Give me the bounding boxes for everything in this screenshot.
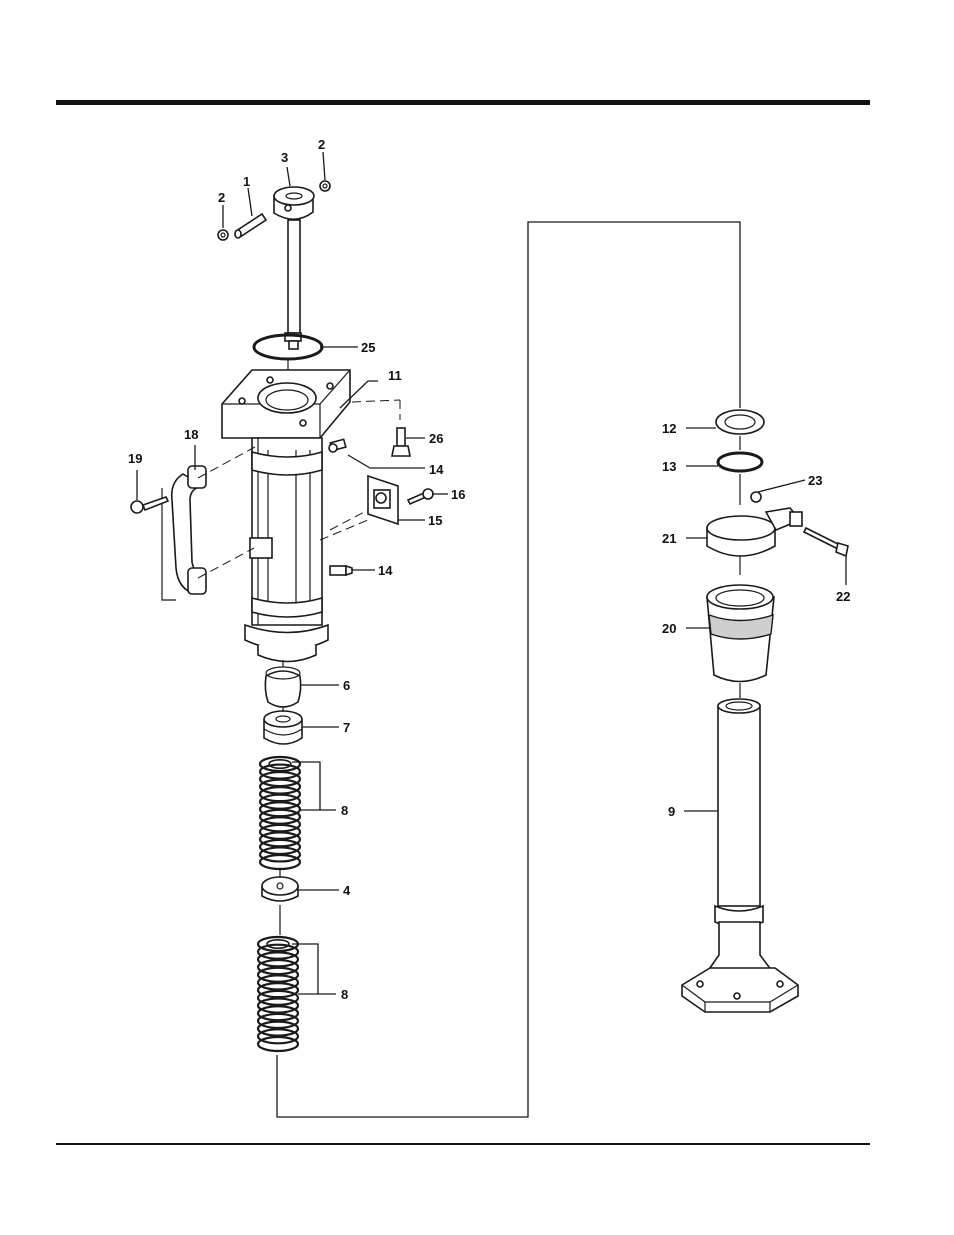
callout-22: 22 bbox=[836, 589, 850, 604]
part-3-top-cap bbox=[274, 187, 314, 219]
callout-9: 9 bbox=[668, 804, 675, 819]
cylinder-body bbox=[245, 438, 328, 662]
callout-12: 12 bbox=[662, 421, 676, 436]
callout-1: 1 bbox=[243, 174, 250, 189]
part-14-fitting-upper bbox=[329, 439, 346, 452]
callout-14-upper: 14 bbox=[429, 462, 444, 477]
callout-3: 3 bbox=[281, 150, 288, 165]
part-9-tube-base bbox=[682, 699, 798, 1012]
part-22-bolt bbox=[804, 528, 848, 556]
assembly-connector-line bbox=[277, 222, 740, 1117]
part-4-nut bbox=[262, 877, 298, 901]
part-2-nut-left bbox=[218, 230, 228, 240]
callout-20: 20 bbox=[662, 621, 676, 636]
callout-26: 26 bbox=[429, 431, 443, 446]
part-18-handle bbox=[172, 466, 206, 594]
part-8-spring-lower bbox=[258, 937, 298, 1051]
callout-2-right: 2 bbox=[318, 137, 325, 152]
callout-2-left: 2 bbox=[218, 190, 225, 205]
callout-7: 7 bbox=[343, 720, 350, 735]
part-21-clamp bbox=[707, 508, 802, 556]
callout-18: 18 bbox=[184, 427, 198, 442]
callout-25: 25 bbox=[361, 340, 375, 355]
callout-4: 4 bbox=[343, 883, 351, 898]
part-12-ring bbox=[716, 410, 764, 434]
callout-19: 19 bbox=[128, 451, 142, 466]
part-1-pin bbox=[235, 214, 266, 238]
part-7-nut bbox=[264, 711, 302, 744]
part-20-cup bbox=[707, 585, 774, 682]
callout-14-lower: 14 bbox=[378, 563, 393, 578]
part-6-bushing bbox=[265, 667, 300, 707]
part-14-fitting-lower bbox=[330, 566, 352, 575]
callout-16: 16 bbox=[451, 487, 465, 502]
callout-23: 23 bbox=[808, 473, 822, 488]
part-13-snap-ring bbox=[718, 453, 762, 471]
pull-rod bbox=[285, 220, 301, 349]
callout-8-lower: 8 bbox=[341, 987, 348, 1002]
part-15-plate bbox=[368, 476, 398, 524]
part-16-screw bbox=[408, 489, 433, 504]
callout-13: 13 bbox=[662, 459, 676, 474]
part-2-nut-right bbox=[320, 181, 330, 191]
callout-15: 15 bbox=[428, 513, 442, 528]
callout-11: 11 bbox=[388, 368, 402, 383]
part-26-bolt bbox=[392, 428, 410, 456]
part-11-flange bbox=[222, 370, 350, 438]
part-23-nut bbox=[751, 492, 761, 502]
callout-6: 6 bbox=[343, 678, 350, 693]
part-8-spring-upper bbox=[260, 757, 300, 869]
callout-21: 21 bbox=[662, 531, 676, 546]
callout-8-upper: 8 bbox=[341, 803, 348, 818]
